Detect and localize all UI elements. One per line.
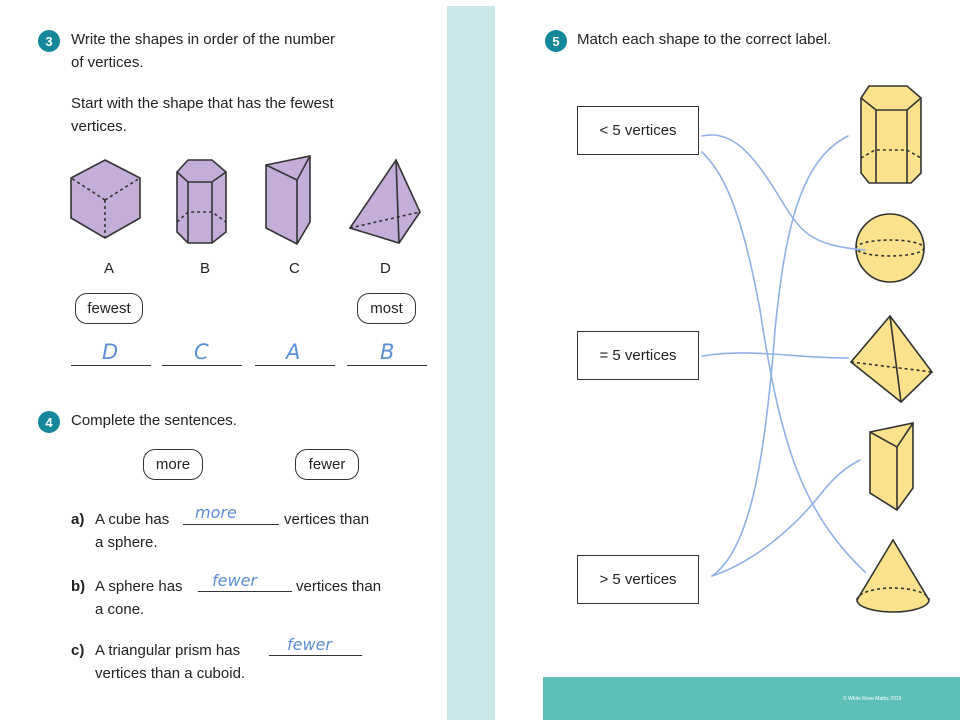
word-option-fewer: fewer <box>295 449 359 480</box>
answer-line-4[interactable] <box>347 365 427 366</box>
question-3-number: 3 <box>38 30 60 52</box>
sentence-b-answer: fewer <box>212 571 257 590</box>
fewest-pill: fewest <box>75 293 143 324</box>
sentence-c-line2: vertices than a cuboid. <box>95 665 246 682</box>
shape-sphere <box>855 213 925 283</box>
shape-label-d: D <box>380 260 391 277</box>
sentence-a-line2: a sphere. <box>95 534 158 551</box>
purple-shapes <box>70 155 421 246</box>
question-5-number: 5 <box>545 30 567 52</box>
shape-yellow-triangular-prism <box>869 422 914 512</box>
sentence-c-before: A triangular prism has <box>95 642 241 659</box>
shape-pentagonal-prism <box>860 85 922 184</box>
sentence-b-blank[interactable] <box>198 591 292 592</box>
sentence-a-after: vertices than <box>284 511 370 528</box>
answer-1-handwriting: D <box>102 340 119 364</box>
shape-label-a: A <box>104 260 115 277</box>
sentence-a-letter: a) <box>71 511 85 528</box>
label-box-equal-5[interactable]: = 5 vertices <box>577 331 699 380</box>
most-pill: most <box>357 293 416 324</box>
sentence-b-before: A sphere has <box>95 578 183 595</box>
shape-label-c: C <box>289 260 300 277</box>
sentence-c-letter: c) <box>71 642 85 659</box>
sentence-c-blank[interactable] <box>269 655 362 656</box>
sentence-b-after: vertices than <box>296 578 382 595</box>
shape-d-pyramid <box>348 158 421 244</box>
shape-a-cube <box>70 159 141 239</box>
sentence-c-answer: fewer <box>287 635 332 654</box>
answer-line-1[interactable] <box>71 365 151 366</box>
matching-lines <box>701 134 866 577</box>
question-4-number: 4 <box>38 411 60 433</box>
answer-3-handwriting: A <box>286 340 301 364</box>
shape-yellow-pyramid <box>849 314 934 404</box>
shape-b-hexagonal-prism <box>176 159 227 244</box>
question-3-instruction-line2: of vertices. <box>71 54 144 71</box>
word-option-more: more <box>143 449 203 480</box>
match-line-5 <box>711 459 861 577</box>
question-5-instruction: Match each shape to the correct label. <box>577 31 832 48</box>
answer-line-3[interactable] <box>255 365 335 366</box>
match-line-2 <box>701 151 866 573</box>
sentence-a-before: A cube has <box>95 511 170 528</box>
sentence-a-blank[interactable] <box>183 524 279 525</box>
answer-line-2[interactable] <box>162 365 242 366</box>
question-3-note-line1: Start with the shape that has the fewest <box>71 95 334 112</box>
shape-label-b: B <box>200 260 211 277</box>
match-line-4 <box>711 135 849 577</box>
answer-2-handwriting: C <box>194 340 209 364</box>
shape-c-triangular-prism <box>265 155 311 246</box>
match-line-3 <box>701 352 849 359</box>
label-box-more-than-5[interactable]: > 5 vertices <box>577 555 699 604</box>
sentence-b-line2: a cone. <box>95 601 145 618</box>
copyright-text: © White Rose Maths 2019 <box>843 696 902 702</box>
answer-4-handwriting: B <box>380 340 395 364</box>
shape-cone <box>856 538 930 613</box>
yellow-shapes <box>849 85 934 613</box>
page-divider-band <box>447 6 495 720</box>
match-line-1 <box>701 134 866 251</box>
sentence-a-answer: more <box>195 503 237 522</box>
footer-bar <box>543 677 960 720</box>
question-3-note-line2: vertices. <box>71 118 127 135</box>
question-4-instruction: Complete the sentences. <box>71 412 237 429</box>
label-box-less-than-5[interactable]: < 5 vertices <box>577 106 699 155</box>
question-3-instruction-line1: Write the shapes in order of the number <box>71 31 336 48</box>
sentence-b-letter: b) <box>71 578 86 595</box>
